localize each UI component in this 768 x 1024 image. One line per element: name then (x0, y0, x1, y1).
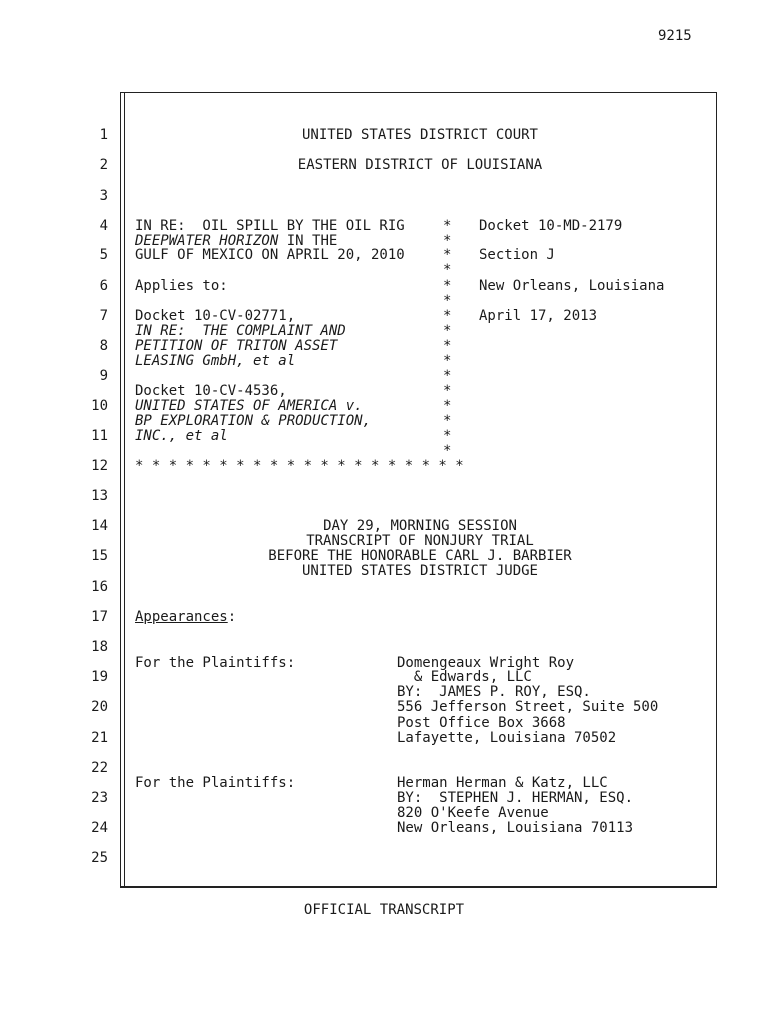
line-number-19: 19 (91, 669, 108, 685)
appearance-role: For the Plaintiffs: (135, 775, 296, 791)
caption-asterisk: * (443, 323, 452, 339)
line-number-14: 14 (91, 518, 108, 534)
line-number-16: 16 (91, 579, 108, 595)
session-judge: UNITED STATES DISTRICT JUDGE (301, 563, 538, 579)
appearance-line: New Orleans, Louisiana 70113 (397, 820, 634, 836)
caption-asterisk: * (443, 413, 452, 429)
caption-star-row: * * * * * * * * * * * * * * * * * * * * (135, 458, 464, 474)
line-number-4: 4 (99, 218, 108, 234)
caption-asterisk: * (443, 218, 452, 234)
line-number-20: 20 (91, 699, 108, 715)
caption-asterisk: * (443, 398, 452, 414)
line-number-9: 9 (99, 368, 108, 384)
line-number-21: 21 (91, 730, 108, 746)
session-day: DAY 29, MORNING SESSION (323, 518, 517, 534)
session-type: TRANSCRIPT OF NONJURY TRIAL (306, 533, 534, 549)
page-number: 9215 (658, 28, 692, 44)
line-number-2: 2 (99, 157, 108, 173)
line-number-1: 1 (99, 127, 108, 143)
appearance-line: 820 O'Keefe Avenue (397, 805, 549, 821)
line-number-24: 24 (91, 820, 108, 836)
appearance-line: & Edwards, LLC (397, 669, 532, 685)
docket-a-number: Docket 10-CV-02771, (135, 308, 296, 324)
appearance-line: BY: JAMES P. ROY, ESQ. (397, 684, 591, 700)
location: New Orleans, Louisiana (479, 278, 665, 294)
caption-in-re-line-1: IN RE: OIL SPILL BY THE OIL RIG (135, 218, 405, 234)
caption-in-re-line-2-rest: IN THE (278, 233, 338, 249)
caption-asterisk: * (443, 293, 452, 309)
line-number-17: 17 (91, 609, 108, 625)
docket-a-line-4: LEASING GmbH, et al (135, 353, 296, 369)
docket-a-line-2: IN RE: THE COMPLAINT AND (135, 323, 346, 339)
caption-in-re-line-3: GULF OF MEXICO ON APRIL 20, 2010 (135, 247, 405, 263)
line-number-3: 3 (99, 188, 108, 204)
line-number-15: 15 (91, 548, 108, 564)
caption-asterisk: * (443, 368, 452, 384)
caption-asterisk: * (443, 443, 452, 459)
court-district: EASTERN DISTRICT OF LOUISIANA (297, 157, 543, 173)
docket-b-line-3: BP EXPLORATION & PRODUCTION, (135, 413, 372, 429)
appearances-colon: : (227, 609, 237, 625)
line-number-5: 5 (99, 247, 108, 263)
docket-b-line-4: INC., et al (135, 428, 228, 444)
caption-asterisk: * (443, 262, 452, 278)
caption-asterisk: * (443, 428, 452, 444)
line-number-18: 18 (91, 639, 108, 655)
court-name: UNITED STATES DISTRICT COURT (301, 127, 538, 143)
session-before: BEFORE THE HONORABLE CARL J. BARBIER (268, 548, 572, 564)
transcript-frame-inner-rule (124, 92, 125, 888)
appearance-line: Herman Herman & Katz, LLC (397, 775, 608, 791)
caption-asterisk: * (443, 278, 452, 294)
appearance-line: Domengeaux Wright Roy (397, 655, 575, 671)
caption-asterisk: * (443, 383, 452, 399)
appearances-heading: Appearances: (135, 610, 236, 625)
hearing-date: April 17, 2013 (479, 308, 598, 324)
docket-b-line-2: UNITED STATES OF AMERICA v. (135, 398, 363, 414)
applies-to-label: Applies to: (135, 278, 228, 294)
line-number-23: 23 (91, 790, 108, 806)
appearance-line: 556 Jefferson Street, Suite 500 (397, 699, 659, 715)
line-number-10: 10 (91, 398, 108, 414)
line-number-13: 13 (91, 488, 108, 504)
line-number-11: 11 (91, 428, 108, 444)
caption-in-re-line-2: DEEPWATER HORIZON IN THE (135, 234, 337, 249)
appearance-line: BY: STEPHEN J. HERMAN, ESQ. (397, 790, 634, 806)
footer-official-transcript: OFFICIAL TRANSCRIPT (303, 902, 465, 918)
transcript-frame (120, 92, 717, 888)
appearance-line: Post Office Box 3668 (397, 715, 566, 731)
caption-asterisk: * (443, 233, 452, 249)
docket-number: Docket 10-MD-2179 (479, 218, 623, 234)
line-number-12: 12 (91, 458, 108, 474)
caption-asterisk: * (443, 353, 452, 369)
line-number-22: 22 (91, 760, 108, 776)
docket-a-line-3: PETITION OF TRITON ASSET (135, 338, 338, 354)
line-number-8: 8 (99, 338, 108, 354)
line-number-25: 25 (91, 850, 108, 866)
appearances-label: Appearances (135, 609, 228, 625)
transcript-frame-bottom-rule (120, 886, 717, 887)
docket-b-number: Docket 10-CV-4536, (135, 383, 287, 399)
vessel-name: DEEPWATER HORIZON (135, 233, 279, 249)
line-number-6: 6 (99, 278, 108, 294)
caption-asterisk: * (443, 308, 452, 324)
appearance-line: Lafayette, Louisiana 70502 (397, 730, 617, 746)
caption-asterisk: * (443, 338, 452, 354)
line-number-7: 7 (99, 308, 108, 324)
caption-asterisk: * (443, 247, 452, 263)
appearance-role: For the Plaintiffs: (135, 655, 296, 671)
section: Section J (479, 247, 555, 263)
